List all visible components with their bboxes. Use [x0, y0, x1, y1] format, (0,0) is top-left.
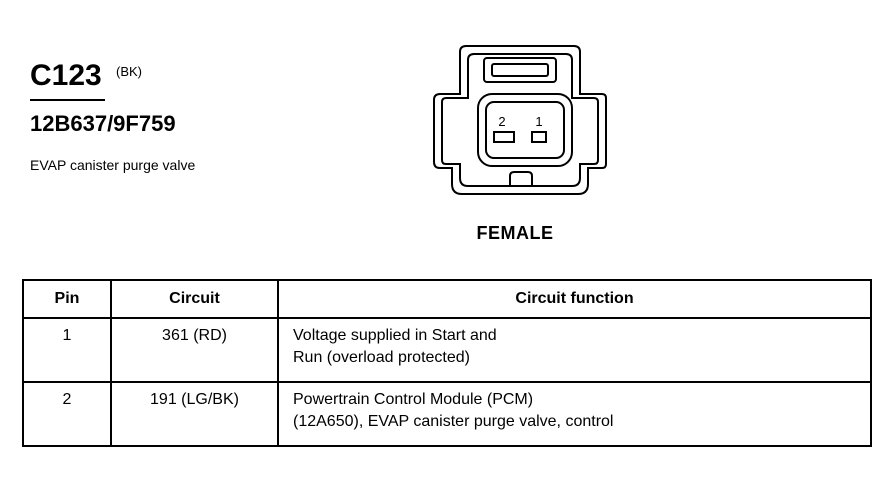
header-rule	[30, 99, 105, 101]
connector-inner-shell	[441, 53, 599, 187]
table-row: 2 191 (LG/BK) Powertrain Control Module …	[22, 381, 872, 447]
component-description: EVAP canister purge valve	[30, 157, 196, 173]
pin-table: Pin Circuit Circuit function 1 361 (RD) …	[22, 279, 872, 447]
terminal-housing-inner	[485, 101, 565, 159]
function-line: Powertrain Control Module (PCM)	[293, 391, 534, 408]
cavity-label-2: 2	[498, 114, 505, 129]
connector-face-diagram: 2 1	[433, 45, 607, 195]
color-code: (BK)	[116, 64, 142, 79]
cavity-2	[493, 131, 515, 143]
table-row: 1 361 (RD) Voltage supplied in Start and…	[22, 317, 872, 383]
function-line: Voltage supplied in Start and	[293, 327, 497, 344]
pin-cell: 1	[22, 317, 112, 383]
connector-id: C123	[30, 59, 102, 92]
circuit-cell: 361 (RD)	[110, 317, 279, 383]
cavity-1	[531, 131, 547, 143]
connector-outer-shell	[433, 45, 607, 195]
column-header-circuit: Circuit	[110, 279, 279, 319]
terminal-housing	[477, 93, 573, 167]
function-cell: Voltage supplied in Start and Run (overl…	[277, 317, 872, 383]
gender-label: FEMALE	[476, 223, 554, 243]
cavity-label-1: 1	[535, 114, 542, 129]
locking-latch-inner	[491, 63, 549, 77]
locking-latch	[483, 57, 557, 83]
pin-cell: 2	[22, 381, 112, 447]
circuit-cell: 191 (LG/BK)	[110, 381, 279, 447]
polarization-key	[509, 171, 533, 186]
part-number: 12B637/9F759	[30, 111, 176, 136]
column-header-pin: Pin	[22, 279, 112, 319]
function-line: (12A650), EVAP canister purge valve, con…	[293, 413, 614, 430]
table-header-row: Pin Circuit Circuit function	[22, 279, 872, 319]
column-header-circuit-function: Circuit function	[277, 279, 872, 319]
function-line: Run (overload protected)	[293, 349, 470, 366]
function-cell: Powertrain Control Module (PCM) (12A650)…	[277, 381, 872, 447]
